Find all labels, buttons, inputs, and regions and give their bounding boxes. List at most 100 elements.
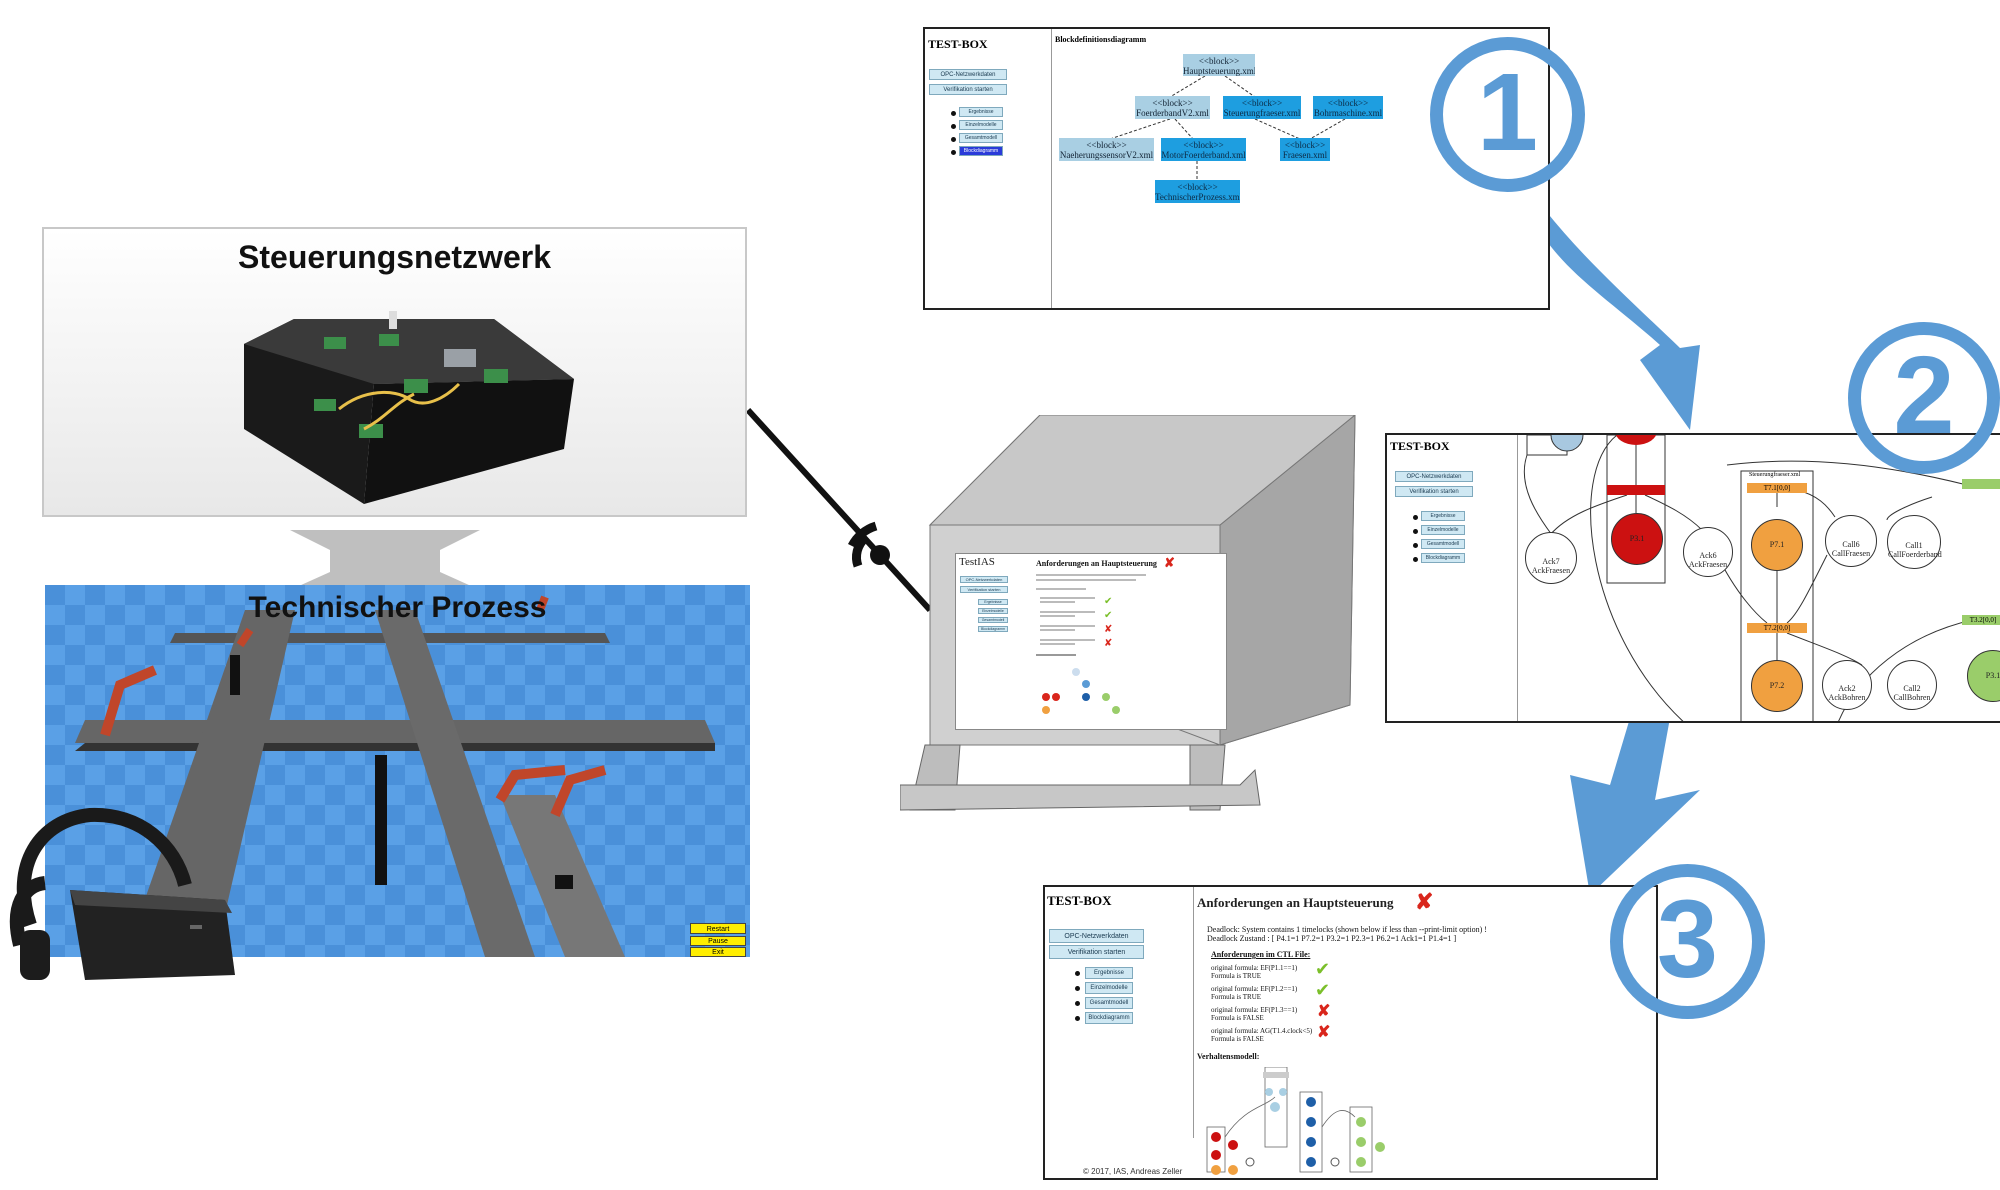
bdd-block-foerderband[interactable]: <<block>> FoerderbandV2.xml [1135, 96, 1210, 119]
req-2-check-icon: ✔ [1315, 980, 1331, 1000]
monitor-check-1: ✔ [1104, 596, 1112, 607]
petri-transition-t32[interactable]: T3.2[0,0] [1962, 615, 2000, 625]
petri-place-ack6[interactable]: Ack6 AckFraesen [1683, 527, 1733, 577]
monitor-cross-2: ✘ [1104, 638, 1112, 649]
panel2-bullet [1413, 543, 1418, 548]
req-3-formula: original formula: EF(P1.3==1) [1211, 1006, 1298, 1014]
req-4-result: Formula is FALSE [1211, 1035, 1264, 1043]
panel2-bullet [1413, 515, 1418, 520]
monitor-item-models[interactable]: Einzelmodelle [978, 608, 1008, 614]
panel3-ctl-heading: Anforderungen im CTL File: [1211, 950, 1311, 959]
panel3-nav-opc[interactable]: OPC-Netzwerkdaten [1049, 929, 1144, 943]
petri-top-red-place [1615, 435, 1657, 445]
control-network-panel: Steuerungsnetzwerk [42, 227, 747, 517]
bdd-block-motorfoerderband[interactable]: <<block>> MotorFoerderband.xml [1161, 138, 1246, 161]
petri-place-p71[interactable]: P7.1 [1751, 519, 1803, 571]
req-2-result: Formula is TRUE [1211, 993, 1262, 1001]
panel1-item-results[interactable]: Ergebnisse [959, 107, 1003, 117]
monitor-cross-1: ✘ [1104, 624, 1112, 635]
req-2-formula: original formula: EF(P1.2==1) [1211, 985, 1298, 993]
petri-transition-t71[interactable]: T7.1[0,0] [1747, 483, 1807, 493]
panel1-nav-verify[interactable]: Verifikation starten [929, 84, 1007, 95]
monitor-nav-verify[interactable]: Verifikation starten [960, 586, 1008, 593]
panel1-diagram-title: Blockdefinitionsdiagramm [1055, 35, 1147, 44]
panel2-nav-verify[interactable]: Verifikation starten [1395, 486, 1473, 497]
petri-place-call6[interactable]: Call6 CallFraesen [1825, 515, 1877, 567]
req-3-result: Formula is FALSE [1211, 1014, 1264, 1022]
restart-button[interactable]: Restart [690, 923, 746, 934]
req-1-formula: original formula: EF(P1.1==1) [1211, 964, 1298, 972]
panel3-model-heading: Verhaltensmodell: [1197, 1052, 1260, 1061]
control-network-title: Steuerungsnetzwerk [238, 239, 551, 275]
technical-process-title: Technischer Prozess [248, 591, 547, 624]
step-number-1: 1 [1430, 37, 1585, 192]
panel2-nav-opc[interactable]: OPC-Netzwerkdaten [1395, 471, 1473, 482]
panel3-bullet [1075, 1001, 1080, 1006]
bdd-block-bohrmaschine[interactable]: <<block>> Bohrmaschine.xml [1313, 96, 1383, 119]
panel2-item-block[interactable]: Blockdiagramm [1421, 553, 1465, 563]
panel2-item-results[interactable]: Ergebnisse [1421, 511, 1465, 521]
exit-button[interactable]: Exit [690, 947, 746, 957]
petri-place-p72[interactable]: P7.2 [1751, 660, 1803, 712]
panel1-item-models[interactable]: Einzelmodelle [959, 120, 1003, 130]
panel2-item-total[interactable]: Gesamtmodell [1421, 539, 1465, 549]
bdd-block-technischerprozess[interactable]: <<block>> TechnischerProzess.xml [1155, 180, 1240, 203]
floor-grid [45, 585, 750, 957]
technical-process-panel: Technischer Prozess Restart Pause Exit [45, 585, 750, 957]
petri-transition-green[interactable] [1962, 479, 2000, 489]
petri-place-ack2[interactable]: Ack2 AckBohren [1822, 660, 1872, 710]
panel3-app-title: TEST-BOX [1047, 893, 1112, 908]
panel3-separator [1193, 887, 1194, 1138]
petri-place-ack7[interactable]: Ack7 AckFraesen [1525, 532, 1577, 584]
panel1-bullet [951, 124, 956, 129]
control-board-image [244, 311, 574, 504]
petri-transition-t72[interactable]: T7.2[0,0] [1747, 623, 1807, 633]
monitor-title: TestIAS [959, 556, 995, 568]
bdd-block-naeherungssensor[interactable]: <<block>> NaeherungssensorV2.xml [1059, 138, 1154, 161]
panel1-separator [1051, 29, 1052, 308]
vr-headset-image [9, 807, 235, 980]
panel3-item-block[interactable]: Blockdiagramm [1085, 1012, 1133, 1024]
req-1-result: Formula is TRUE [1211, 972, 1262, 980]
panel1-bullet [951, 111, 956, 116]
panel-3-requirements: TEST-BOX Anforderungen an Hauptsteuerung… [1043, 885, 1658, 1180]
testbox-monitor-screen: TestIAS Anforderungen an Hauptsteuerung … [955, 553, 1227, 730]
panel3-nav-verify[interactable]: Verifikation starten [1049, 945, 1144, 959]
panel3-item-models[interactable]: Einzelmodelle [1085, 982, 1133, 994]
monitor-item-results[interactable]: Ergebnisse [978, 599, 1008, 605]
panel2-item-models[interactable]: Einzelmodelle [1421, 525, 1465, 535]
panel1-item-block[interactable]: Blockdiagramm [959, 146, 1003, 156]
panel2-bullet [1413, 557, 1418, 562]
bdd-block-hauptsteuerung[interactable]: <<block>> Hauptsteuerung.xml [1183, 54, 1255, 76]
panel3-heading-cross-icon: ✘ [1415, 889, 1434, 914]
step-number-3: 3 [1610, 864, 1765, 1019]
req-3-cross-icon: ✘ [1317, 1003, 1331, 1020]
monitor-nav-opc[interactable]: OPC-Netzwerkdaten [960, 576, 1008, 583]
bdd-block-steuerungfraeser[interactable]: <<block>> Steuerungfraeser.xml [1223, 96, 1301, 119]
panel3-heading: Anforderungen an Hauptsteuerung [1197, 895, 1394, 910]
pause-button[interactable]: Pause [690, 936, 746, 946]
monitor-check-2: ✔ [1104, 610, 1112, 621]
panel3-item-results[interactable]: Ergebnisse [1085, 967, 1133, 979]
monitor-item-block[interactable]: Blockdiagramm [978, 626, 1008, 632]
panel3-item-total[interactable]: Gesamtmodell [1085, 997, 1133, 1009]
petri-place-call1[interactable]: Call1 CallFoerderband [1887, 515, 1942, 569]
panel1-item-total[interactable]: Gesamtmodell [959, 133, 1003, 143]
petri-place-call2[interactable]: Call2 CallBohren [1887, 660, 1937, 710]
panel1-bullet [951, 150, 956, 155]
panel1-nav-opc[interactable]: OPC-Netzwerkdaten [929, 69, 1007, 80]
req-4-formula: original formula: AG(T1.4.clock<5) [1211, 1027, 1313, 1035]
panel3-bullet [1075, 986, 1080, 991]
bdd-block-fraesen[interactable]: <<block>> Fraesen.xml [1280, 138, 1330, 161]
req-1-check-icon: ✔ [1315, 959, 1331, 979]
panel2-bullet [1413, 529, 1418, 534]
panel3-bullet [1075, 1016, 1080, 1021]
petri-group-label: Steuerungfraeser.xml [1749, 472, 1801, 478]
panel3-deadlock-line-1: Deadlock: System contains 1 timelocks (s… [1207, 925, 1487, 934]
monitor-item-total[interactable]: Gesamtmodell [978, 617, 1008, 623]
monitor-heading: Anforderungen an Hauptsteuerung [1036, 559, 1157, 568]
panel1-bullet [951, 137, 956, 142]
petri-place-p31-red[interactable]: P3.1 [1611, 513, 1663, 565]
petri-transition-red[interactable] [1607, 485, 1665, 495]
